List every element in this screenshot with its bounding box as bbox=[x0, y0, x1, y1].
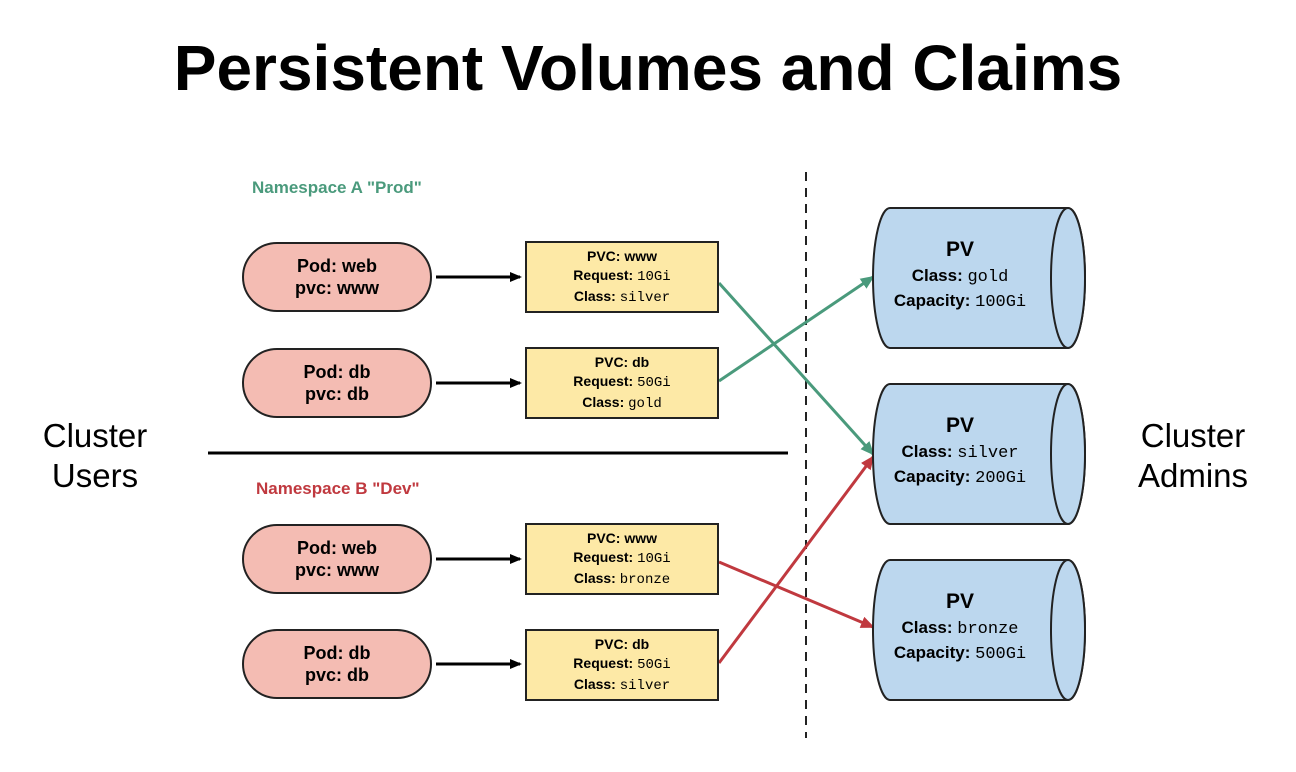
namespace-a-label: Namespace A "Prod" bbox=[252, 178, 422, 197]
pv-capacity-label: Capacity: bbox=[893, 643, 971, 662]
pvc-request-line: Request: 10Gi bbox=[573, 266, 670, 287]
pod-pvc: pvc: db bbox=[304, 384, 369, 404]
pvc-name-label: PVC: bbox=[586, 247, 621, 264]
pv-class-line: Class: silver bbox=[870, 440, 1050, 465]
pv-cylinder-gold bbox=[872, 207, 1086, 349]
pv-capacity-value: 200Gi bbox=[975, 469, 1027, 488]
pvc-class-line: Class: bronze bbox=[574, 569, 670, 590]
pv-class-label: Class: bbox=[911, 266, 963, 285]
pod-pvc: pvc: www bbox=[294, 560, 379, 580]
pv-title: PV bbox=[945, 238, 974, 261]
pv-capacity-value: 100Gi bbox=[975, 293, 1027, 312]
pvc-class-value: gold bbox=[628, 395, 662, 412]
pv-capacity-line: Capacity: 200Gi bbox=[870, 465, 1050, 490]
pod-prod-web: Pod: web pvc: www bbox=[242, 242, 432, 312]
pvc-request-line: Request: 10Gi bbox=[573, 548, 670, 569]
pv-silver-label: PV Class: silver Capacity: 200Gi bbox=[870, 412, 1050, 490]
pvc-request-label: Request: bbox=[573, 266, 634, 283]
pvc-name-label: PVC: bbox=[594, 353, 629, 370]
pod-pvc: pvc: www bbox=[294, 278, 379, 298]
pv-cylinder-bronze bbox=[872, 559, 1086, 701]
pv-title: PV bbox=[945, 590, 974, 613]
pvc-request-label: Request: bbox=[573, 372, 634, 389]
pvc-request-line: Request: 50Gi bbox=[573, 372, 670, 393]
pod-dev-web: Pod: web pvc: www bbox=[242, 524, 432, 594]
pv-class-line: Class: gold bbox=[870, 264, 1050, 289]
cluster-admins-label: Cluster Admins bbox=[1118, 416, 1268, 496]
pvc-name-line: PVC: www bbox=[587, 529, 657, 548]
pod-dev-db: Pod: db pvc: db bbox=[242, 629, 432, 699]
pvc-name-line: PVC: db bbox=[595, 353, 649, 372]
pvc-name-label: PVC: bbox=[594, 635, 629, 652]
pvc-class-label: Class: bbox=[573, 675, 616, 692]
pvc-dev-db: PVC: db Request: 50Gi Class: silver bbox=[525, 629, 719, 701]
pvc-request-label: Request: bbox=[573, 654, 634, 671]
cluster-users-line2: Users bbox=[51, 457, 139, 494]
pvc-name-line: PVC: db bbox=[595, 635, 649, 654]
pvc-request-line: Request: 50Gi bbox=[573, 654, 670, 675]
cluster-users-label: Cluster Users bbox=[20, 416, 170, 496]
pvc-request-value: 50Gi bbox=[637, 656, 671, 673]
pvc-request-value: 50Gi bbox=[637, 374, 671, 391]
pod-name: Pod: web bbox=[297, 538, 377, 558]
pvc-name-line: PVC: www bbox=[587, 247, 657, 266]
pv-title: PV bbox=[945, 414, 974, 437]
pvc-name-value: db bbox=[632, 635, 650, 652]
bind-arrow-prod-www-silver bbox=[717, 281, 875, 456]
pvc-dev-www: PVC: www Request: 10Gi Class: bronze bbox=[525, 523, 719, 595]
pvc-class-label: Class: bbox=[573, 569, 616, 586]
pod-name: Pod: web bbox=[297, 256, 377, 276]
pvc-class-line: Class: silver bbox=[574, 287, 670, 308]
pv-capacity-label: Capacity: bbox=[893, 467, 971, 486]
pv-capacity-line: Capacity: 100Gi bbox=[870, 289, 1050, 314]
pv-gold-label: PV Class: gold Capacity: 100Gi bbox=[870, 236, 1050, 314]
pod-name: Pod: db bbox=[303, 362, 371, 382]
pvc-request-value: 10Gi bbox=[637, 268, 671, 285]
pvc-class-line: Class: gold bbox=[582, 393, 662, 414]
pvc-name-value: www bbox=[624, 529, 657, 546]
cluster-admins-line1: Cluster bbox=[1140, 417, 1246, 454]
pvc-prod-db: PVC: db Request: 50Gi Class: gold bbox=[525, 347, 719, 419]
pvc-request-label: Request: bbox=[573, 548, 634, 565]
page-title: Persistent Volumes and Claims bbox=[173, 32, 1123, 104]
cluster-admins-line2: Admins bbox=[1137, 457, 1249, 494]
pv-class-value: silver bbox=[957, 444, 1019, 463]
namespace-b-label: Namespace B "Dev" bbox=[256, 479, 420, 498]
pv-class-label: Class: bbox=[901, 442, 953, 461]
pv-class-value: gold bbox=[967, 268, 1009, 287]
bind-arrow-dev-db-silver bbox=[717, 455, 875, 664]
pv-class-value: bronze bbox=[957, 620, 1019, 639]
pvc-request-value: 10Gi bbox=[637, 550, 671, 567]
pod-name: Pod: db bbox=[303, 643, 371, 663]
pvc-name-value: db bbox=[632, 353, 650, 370]
pvc-class-value: silver bbox=[619, 289, 671, 306]
pv-bronze-label: PV Class: bronze Capacity: 500Gi bbox=[870, 588, 1050, 666]
pvc-class-label: Class: bbox=[582, 393, 625, 410]
bind-arrow-prod-db-gold bbox=[718, 275, 875, 383]
pod-prod-db: Pod: db pvc: db bbox=[242, 348, 432, 418]
pvc-class-value: silver bbox=[619, 677, 671, 694]
pvc-name-value: www bbox=[624, 247, 657, 264]
pv-capacity-line: Capacity: 500Gi bbox=[870, 641, 1050, 666]
pod-pvc: pvc: db bbox=[304, 665, 369, 685]
pv-class-label: Class: bbox=[901, 618, 953, 637]
pvc-class-value: bronze bbox=[619, 571, 671, 588]
bind-arrow-dev-www-bronze bbox=[718, 560, 875, 629]
pvc-class-line: Class: silver bbox=[574, 675, 670, 696]
pv-cylinder-silver bbox=[872, 383, 1086, 525]
pvc-name-label: PVC: bbox=[586, 529, 621, 546]
pv-capacity-value: 500Gi bbox=[975, 645, 1027, 664]
pvc-prod-www: PVC: www Request: 10Gi Class: silver bbox=[525, 241, 719, 313]
pvc-class-label: Class: bbox=[573, 287, 616, 304]
pv-class-line: Class: bronze bbox=[870, 616, 1050, 641]
pv-capacity-label: Capacity: bbox=[893, 291, 971, 310]
cluster-users-line1: Cluster bbox=[42, 417, 148, 454]
